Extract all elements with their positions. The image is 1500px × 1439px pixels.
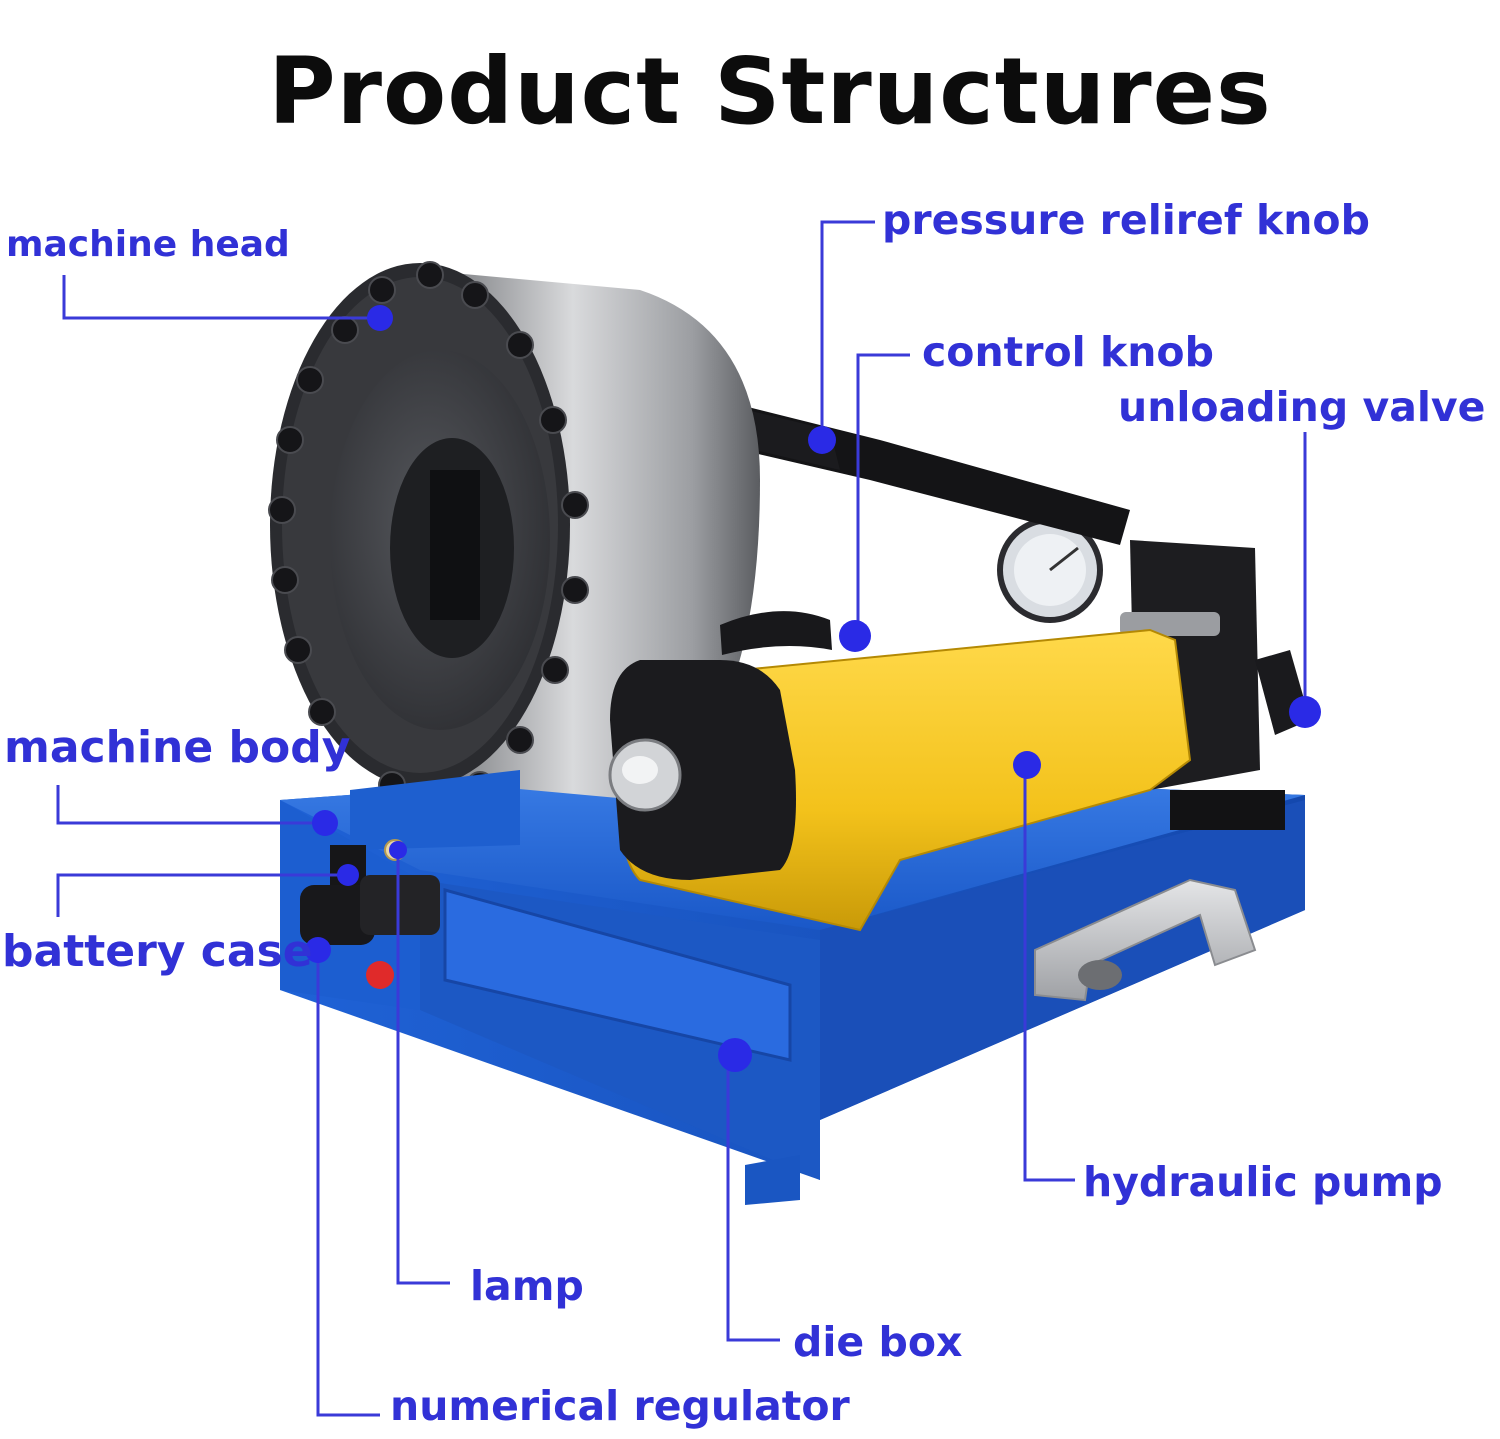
marker-dots — [305, 305, 1321, 1072]
label-die-box: die box — [793, 1318, 963, 1366]
marker-machine-head — [367, 305, 393, 331]
leader-die-box — [726, 1055, 780, 1342]
leader-hydraulic-pump — [1023, 765, 1075, 1182]
label-machine-head: machine head — [6, 224, 290, 265]
leader-lamp — [396, 850, 450, 1285]
marker-pressure-relief-knob — [808, 426, 836, 454]
marker-machine-body — [312, 810, 338, 836]
leader-control-knob — [856, 353, 910, 635]
leader-lines — [56, 220, 1307, 1417]
label-control-knob: control knob — [922, 328, 1214, 376]
leader-battery-case — [56, 873, 348, 917]
marker-numerical-regulator — [305, 937, 331, 963]
label-numerical-regulator: numerical regulator — [390, 1382, 850, 1430]
label-unloading-valve: unloading valve — [1118, 383, 1486, 431]
marker-battery-case — [337, 864, 359, 886]
label-battery-case: battery case — [2, 926, 313, 977]
carry-handle — [1034, 878, 1257, 1002]
label-machine-body: machine body — [4, 722, 351, 773]
marker-control-knob — [839, 620, 871, 652]
marker-hydraulic-pump — [1013, 751, 1041, 779]
marker-die-box — [718, 1038, 752, 1072]
leader-machine-body — [56, 785, 325, 825]
leader-pressure-relief-knob — [820, 220, 875, 440]
leader-numerical-regulator — [316, 950, 380, 1417]
hydraulic-pump-body — [608, 611, 1192, 932]
marker-unloading-valve — [1289, 696, 1321, 728]
marker-lamp — [389, 841, 407, 859]
label-lamp: lamp — [470, 1262, 584, 1310]
label-hydraulic-pump: hydraulic pump — [1083, 1158, 1443, 1206]
page-title: Product Structures — [268, 38, 1272, 145]
leader-machine-head — [62, 275, 380, 320]
label-pressure-relief-knob: pressure reliref knob — [882, 196, 1370, 244]
